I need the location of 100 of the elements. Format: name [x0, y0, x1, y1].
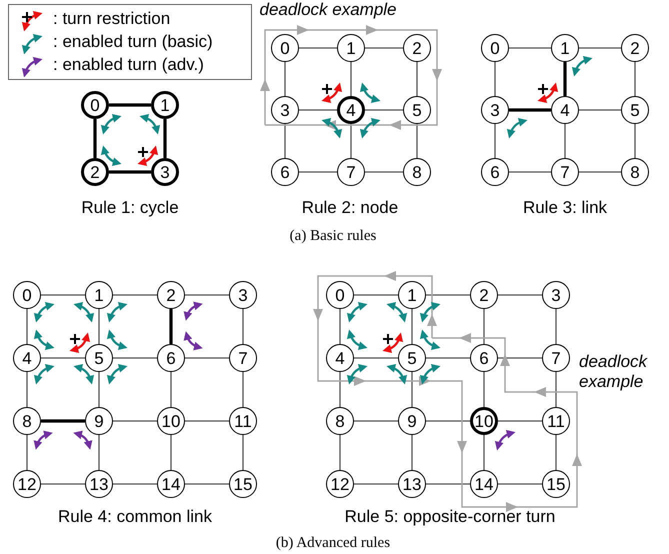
- router-node: 1: [151, 91, 179, 119]
- link-line: [411, 309, 413, 344]
- link-line: [509, 171, 551, 173]
- link-line: [354, 294, 398, 296]
- rule-caption: Rule 4: common link: [58, 507, 212, 527]
- link-line: [339, 309, 341, 344]
- link-line: [284, 62, 286, 96]
- link-line: [299, 47, 337, 49]
- link-line: [242, 372, 244, 407]
- link-line: [555, 435, 557, 470]
- link-line: [411, 372, 413, 407]
- router-node: 13: [398, 470, 426, 498]
- link-line: [579, 171, 621, 173]
- router-node: 11: [229, 407, 257, 435]
- link-line: [350, 62, 352, 96]
- link-line: [365, 171, 403, 173]
- link-line: [634, 62, 636, 96]
- link-line: [579, 109, 621, 111]
- router-node: 0: [81, 91, 109, 119]
- link-line: [26, 435, 28, 470]
- link-line: [563, 62, 567, 96]
- router-node: 5: [85, 344, 113, 372]
- router-node: 5: [398, 344, 426, 372]
- link-line: [354, 483, 398, 485]
- link-line: [555, 309, 557, 344]
- link-line: [169, 309, 173, 344]
- router-node: 6: [157, 344, 185, 372]
- link-line: [284, 124, 286, 158]
- subfigure-caption: (b) Advanced rules: [276, 535, 390, 552]
- legend-text: : turn restriction: [53, 9, 170, 29]
- link-line: [416, 124, 418, 158]
- router-node: 13: [85, 470, 113, 498]
- link-line: [426, 294, 470, 296]
- link-line: [634, 124, 636, 158]
- link-line: [26, 372, 28, 407]
- link-line: [98, 435, 100, 470]
- link-line: [113, 420, 157, 422]
- router-node: 3: [229, 281, 257, 309]
- link-line: [509, 47, 551, 49]
- router-node: 8: [403, 158, 431, 186]
- link-line: [365, 109, 403, 111]
- link-line: [483, 435, 485, 470]
- router-node: 7: [337, 158, 365, 186]
- router-node: 14: [470, 470, 498, 498]
- link-line: [41, 357, 85, 359]
- router-node: 3: [271, 96, 299, 124]
- link-line: [41, 483, 85, 485]
- link-line: [41, 294, 85, 296]
- router-node: 14: [157, 470, 185, 498]
- router-node: 6: [481, 158, 509, 186]
- link-line: [498, 294, 542, 296]
- router-node: 2: [403, 34, 431, 62]
- link-line: [98, 309, 100, 344]
- link-line: [555, 372, 557, 407]
- link-line: [416, 62, 418, 96]
- router-node: 1: [398, 281, 426, 309]
- router-node: 0: [481, 34, 509, 62]
- router-node: 5: [621, 96, 649, 124]
- legend-text: : enabled turn (adv.): [53, 55, 204, 75]
- link-line: [185, 294, 229, 296]
- link-line: [109, 103, 151, 107]
- router-node: 12: [326, 470, 354, 498]
- router-node: 1: [337, 34, 365, 62]
- link-line: [299, 109, 337, 111]
- link-line: [509, 108, 551, 112]
- link-line: [98, 372, 100, 407]
- rule-caption: Rule 1: cycle: [81, 198, 179, 218]
- link-line: [185, 483, 229, 485]
- router-node: 10: [157, 407, 185, 435]
- router-node: 4: [551, 96, 579, 124]
- link-line: [365, 47, 403, 49]
- router-node: 15: [229, 470, 257, 498]
- link-line: [350, 124, 352, 158]
- link-line: [93, 119, 97, 158]
- link-line: [498, 420, 542, 422]
- router-node: 2: [81, 158, 109, 186]
- link-line: [163, 119, 167, 158]
- link-line: [41, 419, 85, 423]
- router-node: 2: [157, 281, 185, 309]
- router-node: 3: [542, 281, 570, 309]
- link-line: [426, 357, 470, 359]
- router-node: 0: [326, 281, 354, 309]
- legend-text: : enabled turn (basic): [53, 32, 213, 52]
- router-node: 8: [621, 158, 649, 186]
- router-node: 1: [85, 281, 113, 309]
- link-line: [299, 171, 337, 173]
- router-node: 7: [551, 158, 579, 186]
- link-line: [170, 372, 172, 407]
- router-node: 12: [13, 470, 41, 498]
- router-node: 4: [13, 344, 41, 372]
- link-line: [109, 170, 151, 174]
- rule-caption: Rule 2: node: [302, 198, 398, 218]
- link-line: [494, 62, 496, 96]
- rule-caption: Rule 5: opposite-corner turn: [344, 507, 556, 527]
- router-node: 7: [542, 344, 570, 372]
- router-node: 6: [271, 158, 299, 186]
- router-node: 3: [481, 96, 509, 124]
- router-node: 15: [542, 470, 570, 498]
- link-line: [498, 357, 542, 359]
- router-node: 4: [337, 96, 365, 124]
